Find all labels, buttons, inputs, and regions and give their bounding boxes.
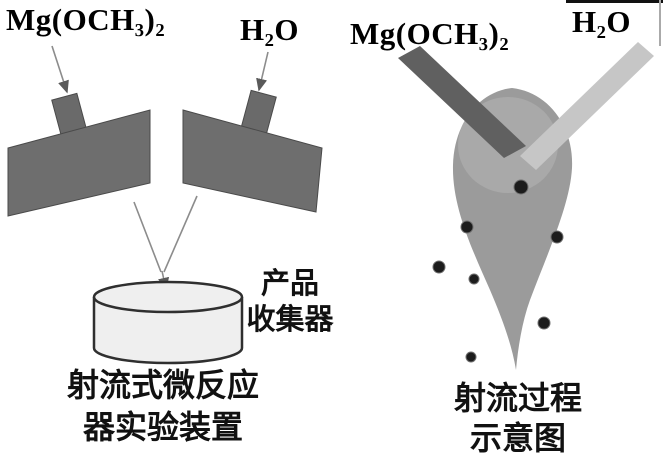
droplet-particle bbox=[513, 179, 529, 195]
left-stream-line bbox=[133, 201, 162, 273]
collector-cylinder-body bbox=[92, 297, 244, 365]
droplet-particle bbox=[468, 273, 480, 285]
scan-artifact-right-line bbox=[659, 0, 661, 46]
right-stream-line bbox=[163, 195, 198, 273]
collector-label: 产品 收集器 bbox=[238, 266, 342, 338]
droplet-particle bbox=[465, 351, 477, 363]
right-caption-line1: 射流过程 bbox=[453, 380, 582, 416]
right-caption-line2: 示意图 bbox=[469, 420, 566, 456]
droplet-particle bbox=[537, 316, 551, 330]
left-h2o-label: H₂O bbox=[240, 12, 300, 47]
h2o-feed-arrow bbox=[256, 51, 269, 92]
h2o-jet-stream bbox=[520, 42, 654, 170]
right-nozzle-block bbox=[182, 109, 323, 213]
right-caption: 射流过程 示意图 bbox=[418, 378, 618, 458]
left-caption-line2: 器实验装置 bbox=[82, 409, 243, 445]
mg-feed-arrow bbox=[51, 45, 69, 94]
droplet-particle bbox=[550, 230, 564, 244]
collector-cylinder-top bbox=[92, 280, 244, 314]
right-mg-label: Mg(OCH₃)₂ bbox=[350, 16, 510, 51]
collector-label-line1: 产品 bbox=[260, 268, 319, 300]
droplet-particle bbox=[432, 260, 446, 274]
scan-artifact-top-line bbox=[566, 0, 663, 3]
mg-jet-stream bbox=[398, 46, 526, 158]
right-h2o-label: H₂O bbox=[572, 4, 632, 39]
left-caption-line1: 射流式微反应 bbox=[66, 367, 259, 403]
left-mg-label: Mg(OCH₃)₂ bbox=[6, 2, 166, 37]
left-caption: 射流式微反应 器实验装置 bbox=[48, 364, 278, 448]
collector-label-line2: 收集器 bbox=[246, 304, 334, 336]
droplet-particle bbox=[460, 220, 474, 234]
left-nozzle-block bbox=[7, 109, 151, 217]
